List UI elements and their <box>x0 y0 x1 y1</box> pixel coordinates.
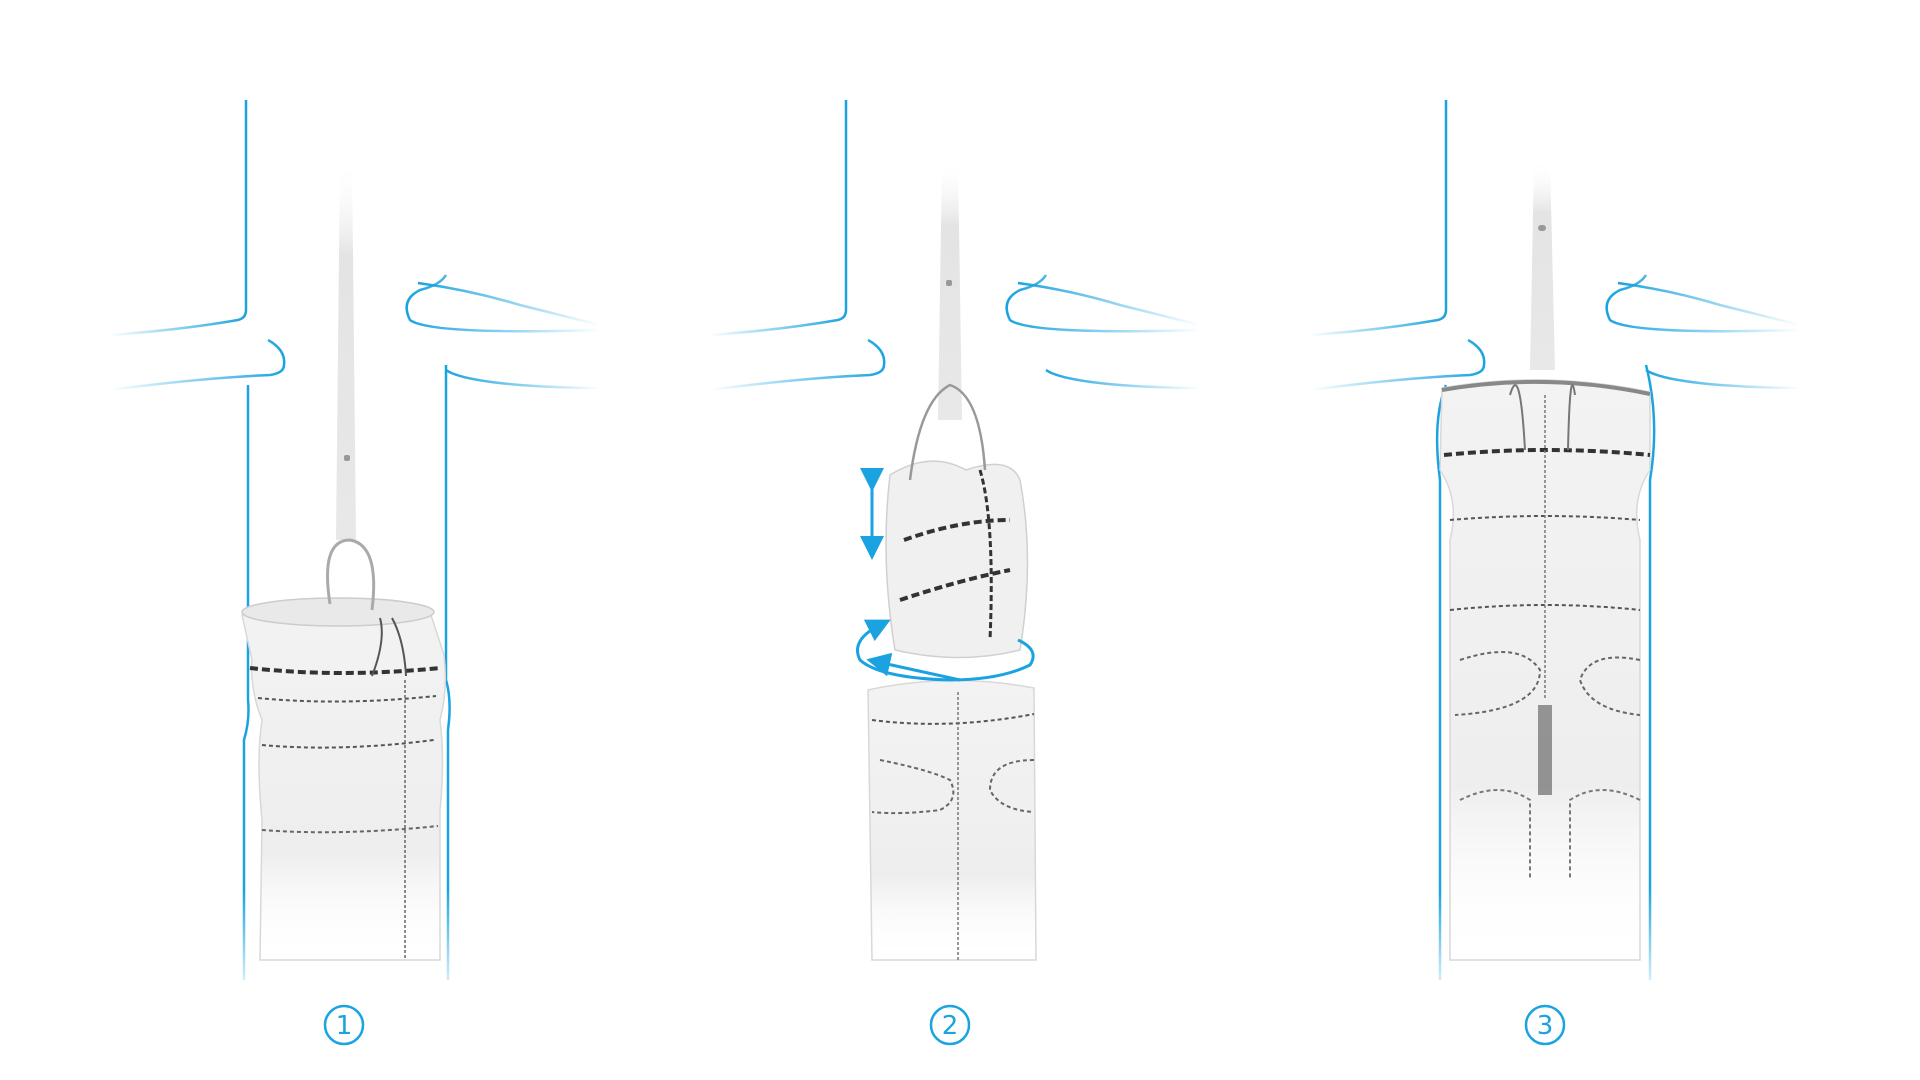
step-number: 3 <box>1537 1011 1554 1041</box>
delivery-catheter <box>336 160 356 540</box>
step-1-panel: 1 <box>110 100 600 1044</box>
catheter-marker <box>344 455 350 461</box>
catheter-marker <box>1538 225 1546 231</box>
step-2-panel: 2 <box>710 100 1200 1044</box>
step-number: 2 <box>942 1011 959 1041</box>
stent-graft <box>242 540 445 960</box>
delivery-catheter <box>938 160 962 420</box>
step-2-marker: 2 <box>931 1006 969 1044</box>
catheter-marker <box>946 280 952 286</box>
step-number: 1 <box>336 1011 353 1041</box>
step-1-marker: 1 <box>325 1006 363 1044</box>
step-3-marker: 3 <box>1526 1006 1564 1044</box>
delivery-catheter <box>1530 160 1555 370</box>
stent-graft <box>1440 380 1650 960</box>
step-3-panel: 3 <box>1310 100 1800 1044</box>
